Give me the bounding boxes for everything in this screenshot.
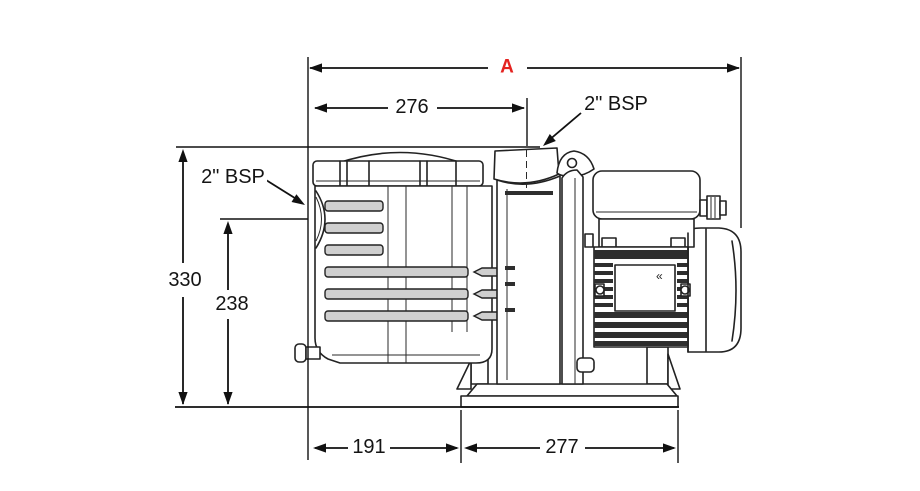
dim-238-label: 238 <box>213 293 251 315</box>
inlet-port-label: 2" BSP <box>199 166 267 188</box>
base-upper-tier <box>466 383 678 397</box>
motor-gusset <box>667 353 681 390</box>
fan-cover <box>687 227 742 353</box>
dim-191-label: 191 <box>350 436 388 458</box>
lid-ring <box>312 160 484 187</box>
dim-330 <box>178 149 188 405</box>
front-gusset <box>456 359 472 390</box>
dim-330-label: 330 <box>166 269 204 291</box>
motor-screw-right <box>680 285 690 295</box>
clamp-knob-hole <box>566 157 578 169</box>
inlet-port <box>315 190 326 249</box>
dim-276 <box>314 103 525 113</box>
motor-assembly: « <box>584 170 727 353</box>
discharge-assembly <box>493 147 595 385</box>
volute-column <box>496 175 561 385</box>
nameplate-mark: « <box>656 269 663 283</box>
leader-inlet-bsp <box>265 179 305 205</box>
cable-gland <box>699 195 727 220</box>
motor-foot-column <box>646 346 669 385</box>
dim-276-label: 276 <box>393 96 431 118</box>
base-plate <box>460 395 679 408</box>
motor-screw-left <box>595 285 605 295</box>
dim-191 <box>313 443 459 453</box>
strainer-assembly <box>294 151 511 364</box>
tank-drain-plug <box>294 343 321 363</box>
nameplate <box>614 264 676 312</box>
extension-lines <box>176 57 742 463</box>
dim-overall-length <box>309 63 740 73</box>
dim-overall-length-label: A <box>498 56 516 78</box>
dim-277-label: 277 <box>543 436 581 458</box>
leader-outlet-bsp <box>543 112 582 146</box>
dim-238 <box>223 221 233 405</box>
dim-277 <box>464 443 676 453</box>
volute-drain-plug <box>576 357 595 373</box>
outlet-port-label: 2" BSP <box>582 93 650 115</box>
lid-dome <box>337 151 463 164</box>
seal-plate <box>561 169 584 385</box>
